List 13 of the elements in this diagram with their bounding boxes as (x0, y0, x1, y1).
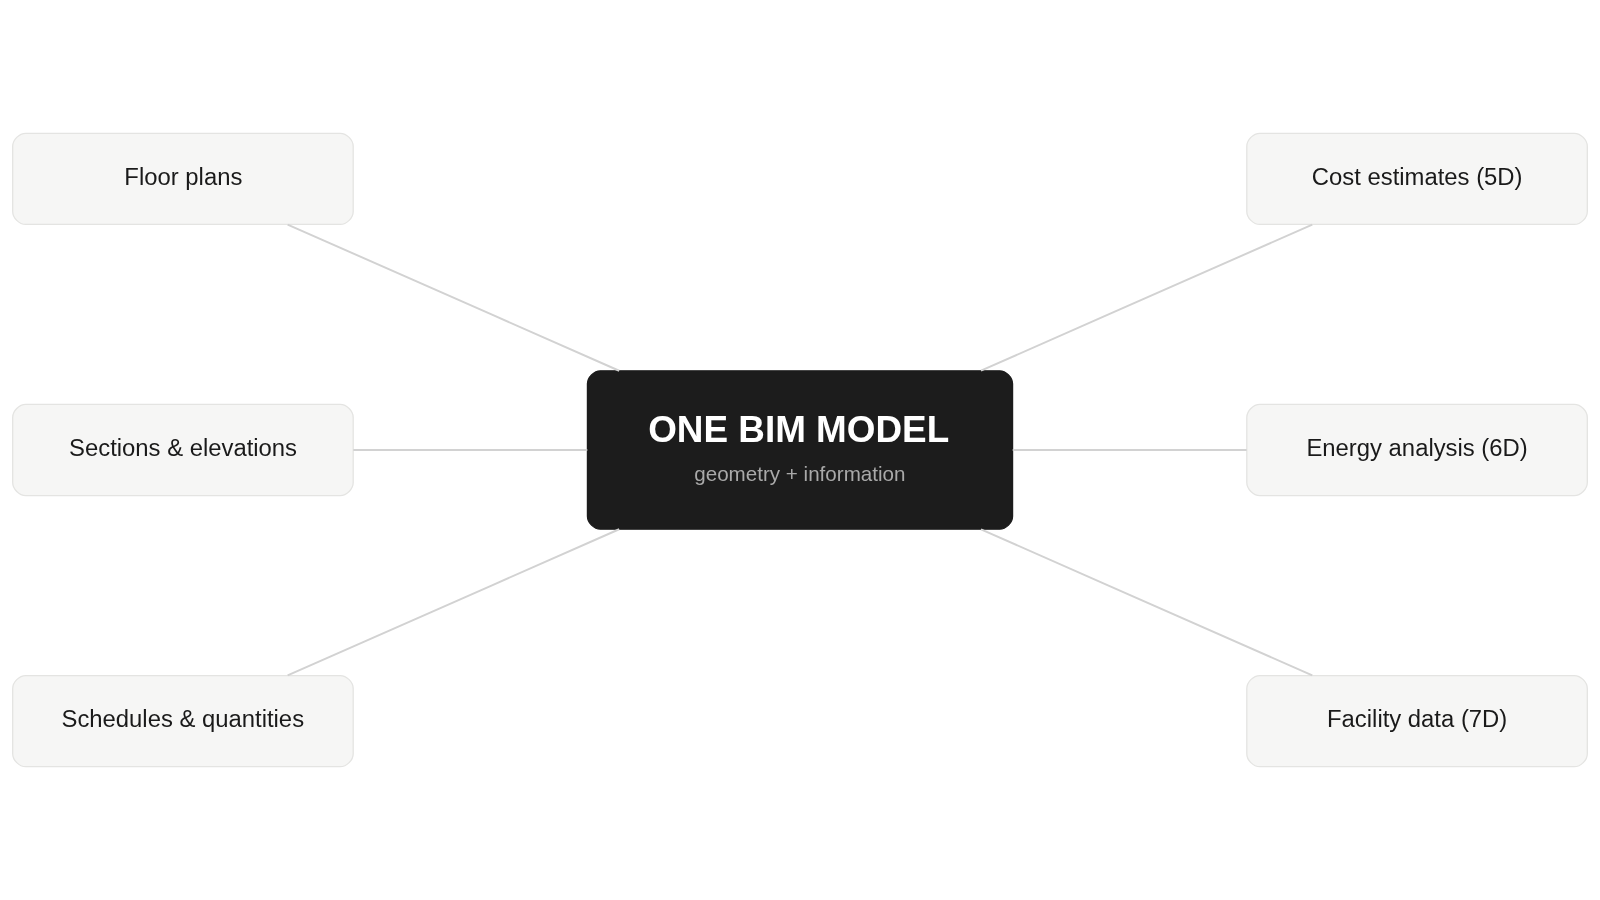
connector (352, 449, 589, 451)
node-box: Energy analysis (6D) (1246, 403, 1588, 497)
node-box: ONE BIM MODEL geometry + information (586, 370, 1014, 530)
node-box: Facility data (7D) (1246, 674, 1588, 768)
node-box: Sections & elevations (12, 403, 354, 497)
node-box: Schedules & quantities (12, 674, 354, 768)
node-box: Cost estimates (5D) (1246, 132, 1588, 226)
connector (286, 528, 621, 677)
connector (286, 223, 621, 372)
connector (980, 223, 1314, 372)
connector (1011, 449, 1248, 451)
connector (980, 528, 1314, 677)
node-box: Floor plans (12, 132, 354, 226)
